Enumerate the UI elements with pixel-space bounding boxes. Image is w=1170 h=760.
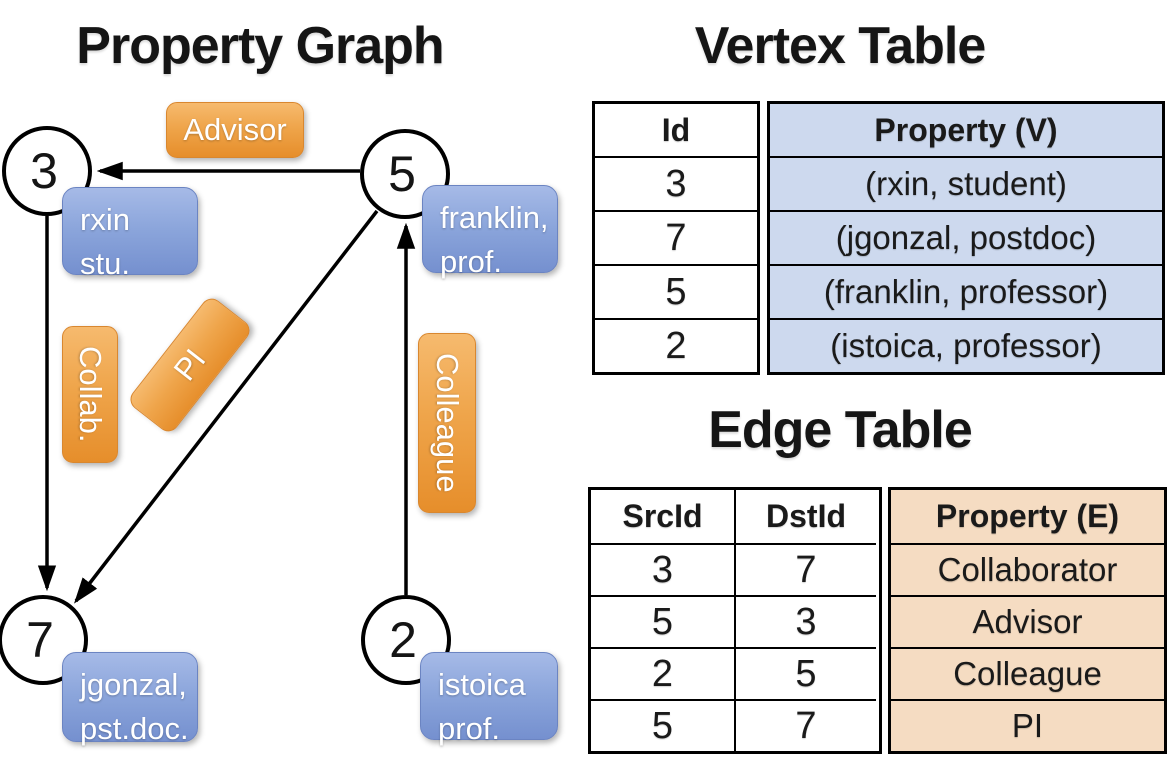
- card-line: prof.: [440, 244, 503, 280]
- table-cell: (franklin, professor): [770, 264, 1162, 318]
- table-cell: 5: [591, 595, 734, 647]
- edge-label-advisor: Advisor: [166, 102, 304, 158]
- card-line: prof.: [438, 711, 501, 747]
- table-cell: Colleague: [891, 647, 1164, 699]
- vertex-property-card-istoica: istoica prof.: [420, 652, 558, 746]
- edge-label-text: Advisor: [183, 112, 287, 147]
- card-line: rxin: [80, 202, 130, 237]
- table-cell: 5: [595, 264, 757, 318]
- table-cell: 5: [591, 699, 734, 751]
- edge-label-collab: Collab.: [62, 326, 118, 463]
- table-cell: 2: [591, 647, 734, 699]
- column-header-id: Id: [661, 111, 691, 148]
- column-header-srcid: SrcId: [622, 498, 703, 534]
- vertex-table-title: Vertex Table: [694, 17, 987, 75]
- graph-title: Property Graph: [76, 17, 444, 75]
- table-cell: 5: [734, 647, 876, 699]
- table-cell: 3: [734, 595, 876, 647]
- node-id: 5: [388, 146, 416, 202]
- vertex-table-id-column: Id 3 7 5 2: [592, 101, 760, 375]
- card-line: pst.doc.: [80, 711, 189, 747]
- edge-table-id-columns: SrcId DstId 3 7 5 3 2 5 5 7: [588, 487, 882, 754]
- table-cell: Collaborator: [891, 543, 1164, 595]
- table-cell: (jgonzal, postdoc): [770, 210, 1162, 264]
- table-cell: (istoica, professor): [770, 318, 1162, 372]
- graph-node-5: 5: [360, 129, 450, 219]
- table-cell: 3: [591, 543, 734, 595]
- edge-label-colleague: Colleague: [418, 333, 476, 513]
- table-cell: 7: [734, 543, 876, 595]
- column-header-property-e: Property (E): [935, 498, 1120, 534]
- edge-label-pi: PI: [126, 294, 254, 436]
- node-id: 2: [389, 612, 417, 668]
- table-cell: 7: [734, 699, 876, 751]
- vertex-property-card-franklin: franklin, prof.: [422, 185, 558, 279]
- card-line: jgonzal,: [80, 667, 187, 702]
- node-id: 3: [30, 143, 58, 199]
- edge-table-title: Edge Table: [708, 401, 973, 459]
- node-id: 7: [26, 612, 54, 668]
- vertex-property-card-rxin: rxin stu.: [62, 187, 198, 281]
- column-header-property-v: Property (V): [874, 111, 1058, 148]
- card-line: stu.: [80, 246, 130, 282]
- edge-label-text: Collab.: [73, 346, 108, 443]
- card-line: franklin,: [440, 200, 549, 235]
- table-cell: 2: [595, 318, 757, 372]
- table-cell: PI: [891, 699, 1164, 751]
- table-cell: 7: [595, 210, 757, 264]
- table-cell: 3: [595, 156, 757, 210]
- edge-label-text: PI: [166, 342, 213, 388]
- vertex-table-property-column: Property (V) (rxin, student) (jgonzal, p…: [767, 101, 1165, 375]
- edge-table-property-column: Property (E) Collaborator Advisor Collea…: [888, 487, 1167, 754]
- table-cell: Advisor: [891, 595, 1164, 647]
- card-line: istoica: [438, 667, 526, 702]
- vertex-property-card-jgonzal: jgonzal, pst.doc.: [62, 652, 198, 746]
- table-cell: (rxin, student): [770, 156, 1162, 210]
- graph-node-2: 2: [361, 595, 451, 685]
- edge-label-text: Colleague: [430, 353, 465, 493]
- column-header-dstid: DstId: [734, 490, 876, 543]
